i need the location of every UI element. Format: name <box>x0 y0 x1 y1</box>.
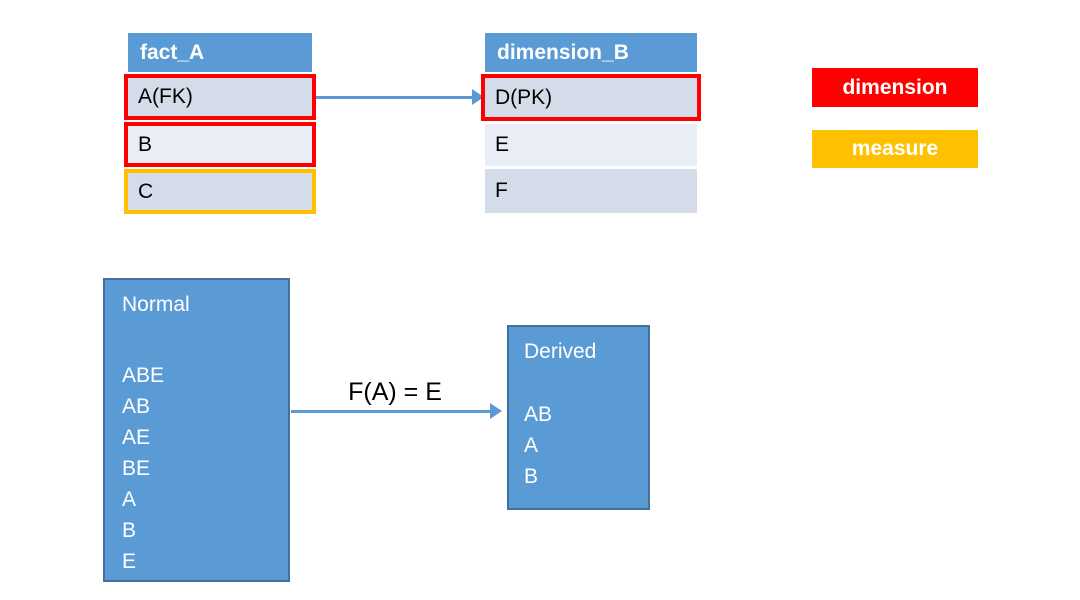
legend-measure-chip: measure <box>812 130 978 168</box>
derivation-arrow-head-icon <box>490 403 502 419</box>
derived-set-item: A <box>524 434 539 457</box>
fact-row-c-label: C <box>138 179 154 203</box>
normal-set-item: AE <box>122 426 151 449</box>
derived-set-title: Derived <box>524 340 597 363</box>
dimension-table-header: dimension_B <box>485 33 697 72</box>
fk-arrow-line <box>316 96 474 99</box>
normal-set-item: A <box>122 488 137 511</box>
derived-set-item: B <box>524 465 539 488</box>
fact-row-a-label: A(FK) <box>138 85 193 108</box>
dimension-row-d-label: D(PK) <box>495 85 553 109</box>
legend-dimension-label: dimension <box>842 75 948 99</box>
spacer <box>524 367 648 399</box>
normal-set-item: AB <box>122 395 151 418</box>
derivation-function-label: F(A) = E <box>348 378 442 406</box>
normal-set-item: BE <box>122 457 151 480</box>
dimension-table-row-f: F <box>485 169 697 213</box>
derived-set-box: Derived AB A B <box>507 325 650 510</box>
legend-measure-label: measure <box>851 137 939 160</box>
normal-set-item: E <box>122 550 137 573</box>
dimension-row-e-label: E <box>495 133 510 156</box>
normal-set-item: B <box>122 519 137 542</box>
dimension-table-row-e: E <box>485 124 697 166</box>
fact-table-header: fact_A <box>128 33 312 72</box>
derived-set-item: AB <box>524 403 553 426</box>
derivation-arrow-line <box>291 410 492 413</box>
normal-set-item: ABE <box>122 364 165 387</box>
dimension-row-f-label: F <box>495 179 508 202</box>
spacer <box>122 320 288 360</box>
dimension-table-row-d-pk: D(PK) <box>481 74 701 121</box>
fact-table-row-c: C <box>124 169 316 214</box>
legend-dimension-chip: dimension <box>812 68 978 107</box>
fact-table-row-b: B <box>124 122 316 167</box>
normal-set-box: Normal ABE AB AE BE A B E <box>103 278 290 582</box>
normal-set-title: Normal <box>122 293 190 316</box>
fact-row-b-label: B <box>138 132 153 156</box>
fact-table-row-a-fk: A(FK) <box>124 74 316 120</box>
